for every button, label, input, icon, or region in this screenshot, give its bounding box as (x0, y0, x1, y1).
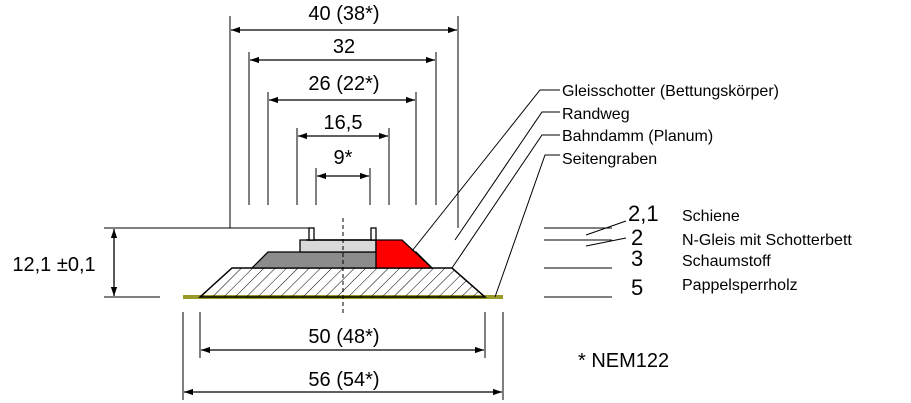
ballast-light-layer (299, 239, 377, 253)
dimension-16-5: 16,5 (296, 112, 390, 205)
dimension-50-label: 50 (48*) (308, 326, 379, 348)
dimension-9-label: 9* (334, 147, 353, 169)
layer-2-thickness: 2 (631, 225, 643, 250)
callout-seitengraben: Seitengraben (562, 151, 657, 168)
rail-right (370, 227, 377, 241)
dimension-50: 50 (48*) (199, 312, 486, 358)
layer-4-name: Pappelsperrholz (682, 277, 798, 294)
layer-1-thickness: 2,1 (628, 201, 659, 226)
dimension-56-label: 56 (54*) (308, 369, 379, 391)
dimension-56: 56 (54*) (182, 312, 504, 400)
dimension-26: 26 (22*) (267, 73, 417, 205)
dimension-32: 32 (248, 36, 437, 205)
layer-2-name: N-Gleis mit Schotterbett (682, 232, 852, 249)
layer-3-name: Schaumstoff (682, 253, 771, 270)
dimension-16-5-label: 16,5 (324, 112, 363, 134)
callout-randweg: Randweg (562, 106, 630, 123)
callouts: Gleisschotter (Bettungskörper) Randweg B… (411, 83, 779, 298)
callout-bahndamm: Bahndamm (Planum) (562, 128, 713, 145)
layer-3-thickness: 3 (631, 246, 643, 271)
cross-section (183, 218, 503, 316)
dimension-height-label: 12,1 ±0,1 (12, 254, 95, 276)
layer-1-name: Schiene (682, 208, 740, 225)
dimension-40: 40 (38*) (229, 3, 459, 228)
callout-gleisschotter: Gleisschotter (Bettungskörper) (562, 83, 779, 100)
rail-left (308, 227, 315, 241)
dimension-9: 9* (315, 147, 371, 205)
layer-legend: 2,1 Schiene 2 N-Gleis mit Schotterbett 3… (544, 201, 852, 300)
footnote-nem122: * NEM122 (578, 350, 669, 372)
gleisschotter-highlight (375, 239, 434, 269)
layer-4-thickness: 5 (631, 275, 643, 300)
dimension-32-label: 32 (333, 36, 355, 58)
dimension-26-label: 26 (22*) (308, 73, 379, 95)
dimension-height: 12,1 ±0,1 (12, 227, 310, 298)
dimension-40-label: 40 (38*) (308, 3, 379, 25)
